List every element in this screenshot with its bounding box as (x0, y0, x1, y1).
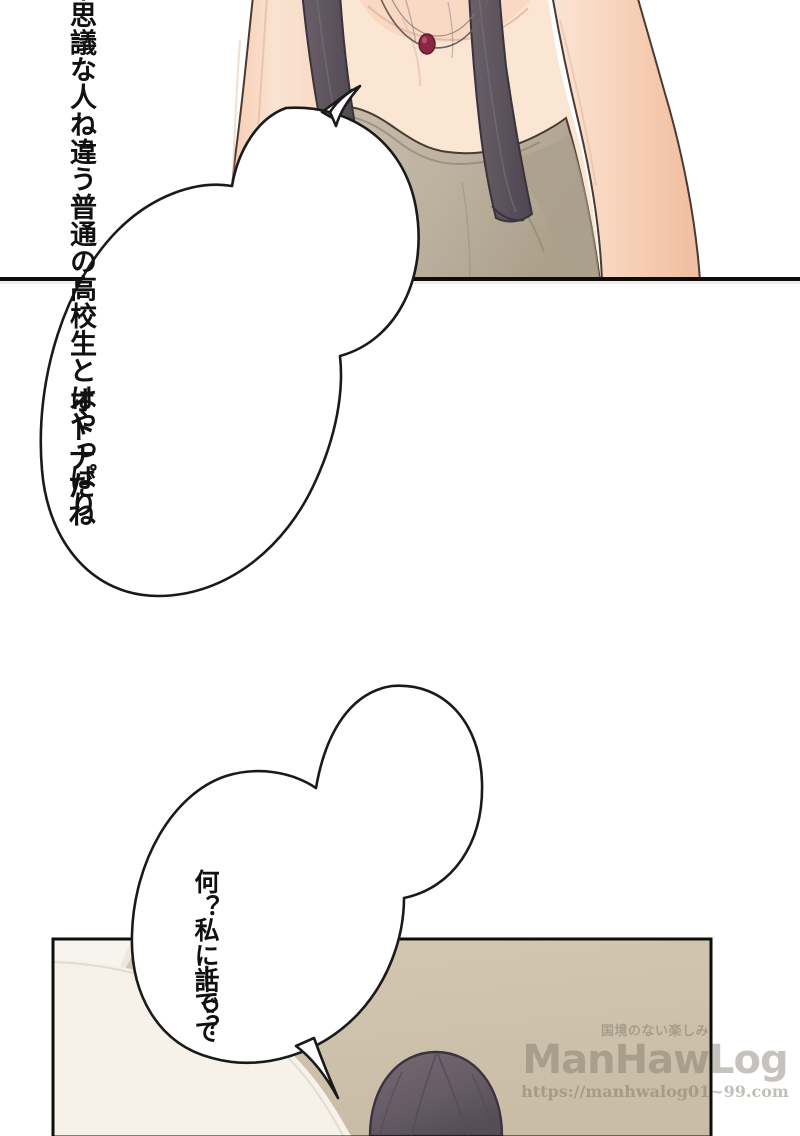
speech-bubble-lower-shape (130, 684, 484, 1100)
bubble1-column-3: 普通の高校生とは (65, 192, 96, 412)
speech-bubble-upper-text: オトナだね やっぱり 普通の高校生とは 違う 不思議な人ね (60, 0, 97, 528)
bubble2-column-2: 私に話って (191, 917, 220, 1045)
bubble1-column-1: オトナだね (64, 386, 97, 528)
bubble1-column-4: 違う (65, 137, 96, 193)
bubble2-column-1: ーで？ (191, 964, 220, 1040)
bubble2-column-3: 何？ (191, 868, 220, 920)
bubble1-column-5: 不思議な人ね (65, 0, 96, 138)
speech-bubble-lower-text: ーで？ 私に話って 何？ (185, 740, 220, 1044)
bubble1-column-2: やっぱり (65, 409, 96, 519)
speech-bubble-upper-shape (39, 84, 420, 598)
